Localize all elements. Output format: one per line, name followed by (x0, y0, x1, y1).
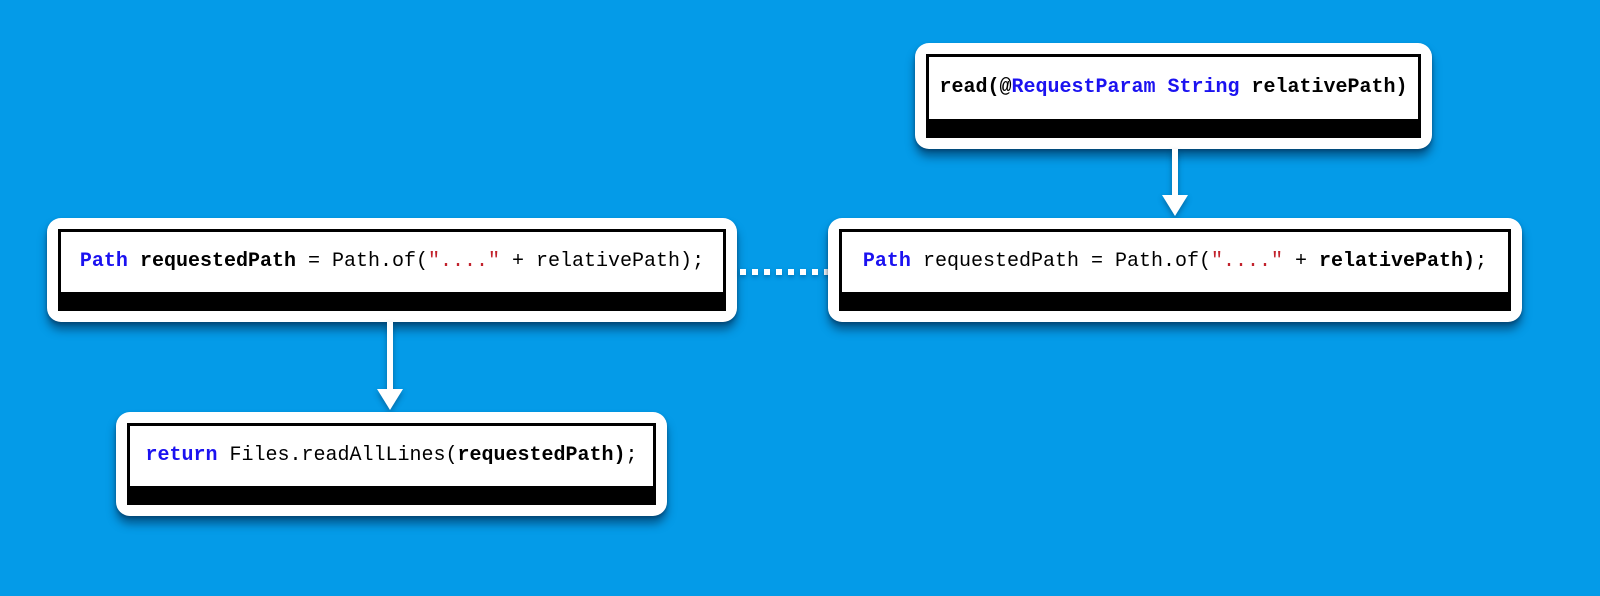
code-line: return Files.readAllLines( requestedPath… (130, 426, 653, 486)
code-segment-string: "...." (1211, 250, 1284, 273)
arrow-head-icon (377, 389, 403, 410)
code-line: read(@ RequestParam String relativePath) (929, 57, 1418, 119)
code-segment: + relativePath); (500, 250, 705, 273)
arrow-head-icon (1162, 195, 1188, 216)
arrow-line (387, 322, 393, 390)
arrow-line (1172, 149, 1178, 196)
dotted-line-connector (740, 269, 838, 275)
code-segment: ; (625, 444, 638, 467)
code-node-frame: read(@ RequestParam String relativePath) (926, 54, 1421, 138)
code-node-frame: return Files.readAllLines( requestedPath… (127, 423, 656, 505)
arrow-down-connector (377, 322, 403, 410)
code-segment (128, 252, 140, 272)
code-segment: requestedPath) (457, 444, 626, 467)
code-segment-keyword: return (145, 444, 218, 467)
node-footer-bar (842, 292, 1508, 308)
code-segment-keyword: RequestParam String (1011, 76, 1240, 99)
code-segment-string: "...." (428, 250, 501, 273)
code-node-path-of-left: Path requestedPath = Path.of( "...." + r… (47, 218, 737, 322)
code-segment-keyword: Path (79, 250, 128, 273)
code-segment: relativePath) (1239, 76, 1408, 99)
code-segment: requestedPath (139, 250, 296, 273)
code-segment: Files.readAllLines( (217, 444, 458, 467)
code-segment: = Path.of( (295, 250, 429, 273)
code-node-frame: Path requestedPath = Path.of( "...." + r… (58, 229, 726, 311)
code-segment-keyword: Path (862, 250, 911, 273)
arrow-down-connector (1162, 149, 1188, 216)
code-node-frame: Path requestedPath = Path.of( "...." + r… (839, 229, 1511, 311)
code-node-path-of-right: Path requestedPath = Path.of( "...." + r… (828, 218, 1522, 322)
code-segment: read(@ (939, 76, 1012, 99)
node-footer-bar (929, 119, 1418, 135)
code-line: Path requestedPath = Path.of( "...." + r… (842, 232, 1508, 292)
code-node-read-method: read(@ RequestParam String relativePath) (915, 43, 1432, 149)
node-footer-bar (130, 486, 653, 502)
code-segment: requestedPath = Path.of( (910, 250, 1211, 273)
code-segment: ; (1475, 250, 1488, 273)
code-segment: + (1283, 250, 1320, 273)
code-line: Path requestedPath = Path.of( "...." + r… (61, 232, 723, 292)
node-footer-bar (61, 292, 723, 308)
code-node-return-read-all-lines: return Files.readAllLines( requestedPath… (116, 412, 667, 516)
code-segment: relativePath) (1319, 250, 1476, 273)
